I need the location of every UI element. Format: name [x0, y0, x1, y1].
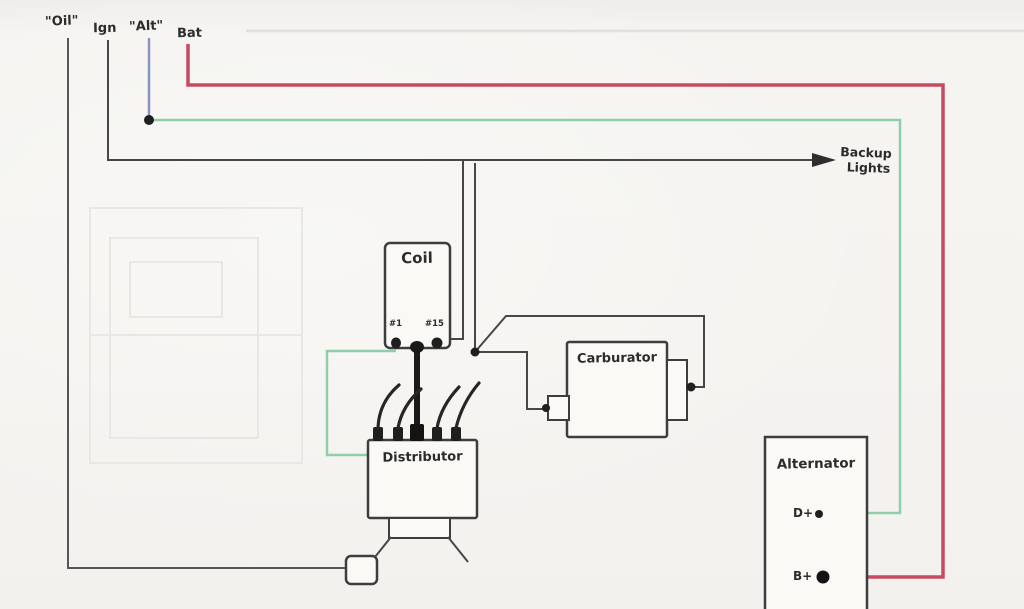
backup-lights-arrowhead-icon — [812, 153, 836, 167]
alt-label: "Alt" — [128, 18, 164, 35]
carburetor-right-port-wire — [474, 315, 705, 388]
carburetor-feed-junction-dot — [470, 347, 480, 357]
distributor-center-terminal-nub — [410, 424, 424, 441]
oil-sender-box — [344, 554, 379, 586]
alternator-bplus-terminal-dot — [816, 570, 830, 584]
carburetor-left-port — [547, 395, 570, 421]
distributor-label: Distributor — [382, 449, 463, 466]
ign-label: Ign — [92, 20, 117, 37]
coil-ht-terminal-dot — [410, 341, 424, 353]
carburetor-left-terminal-dot — [542, 404, 550, 412]
shaft-left-diagonal — [374, 536, 392, 558]
spark-plug-wires — [376, 381, 481, 430]
distributor-shaft — [388, 517, 451, 539]
distributor-terminal-nub — [451, 427, 461, 441]
shaft-right-diagonal — [447, 536, 469, 563]
backup-lights-label: Backup Lights — [839, 144, 892, 176]
distributor-terminal-nub — [393, 427, 403, 441]
alternator-box — [763, 435, 869, 609]
coil-terminal-15-dot — [431, 337, 443, 349]
coil-terminal-15-label: #15 — [425, 319, 444, 329]
carburetor-right-port — [666, 359, 688, 421]
alternator-dplus-terminal-dot — [815, 510, 823, 518]
bat-label: Bat — [176, 25, 203, 42]
bat-to-bplus-red-wire — [186, 44, 945, 579]
bleed-through-ghost-lines — [89, 29, 1024, 464]
ign-wire — [107, 40, 818, 161]
alt-green-junction-dot — [144, 115, 154, 125]
backup-lights-line2: Lights — [846, 159, 891, 176]
alternator-bplus-label: B+ — [793, 569, 813, 583]
coil-terminal-1-label: #1 — [389, 319, 403, 329]
alternator-dplus-label: D+ — [793, 506, 814, 520]
coil-terminal-1-dot — [391, 337, 401, 349]
carburetor-left-port-wire — [475, 351, 549, 410]
carburetor-right-terminal-dot — [686, 382, 696, 392]
carburetor-label: Carburator — [576, 350, 658, 367]
coil-label: Coil — [401, 248, 433, 268]
alternator-label: Alternator — [776, 455, 856, 473]
distributor-terminal-nub — [432, 427, 442, 441]
ign-to-coil-wire — [446, 160, 464, 340]
oil-wire — [67, 38, 346, 569]
coil-to-distributor-green-wire — [325, 349, 396, 457]
oil-label: "Oil" — [44, 13, 79, 30]
distributor-terminal-nub — [373, 427, 383, 441]
